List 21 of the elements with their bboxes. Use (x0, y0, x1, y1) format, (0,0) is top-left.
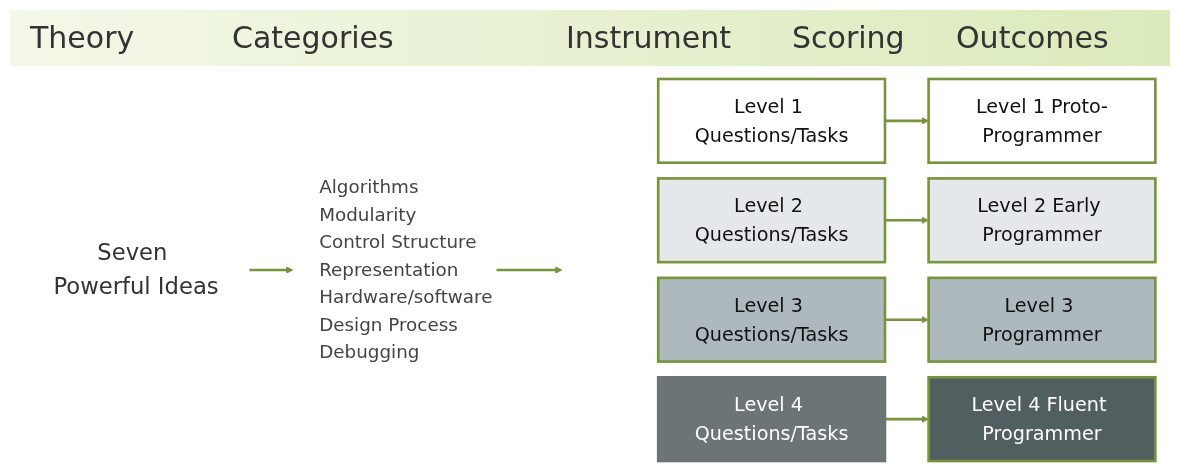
node-box: Level 1 Questions/Tasks (656, 77, 887, 164)
node-box: Level 2 Questions/Tasks (656, 177, 887, 264)
column-heading: Scoring (792, 20, 905, 55)
node-box: Level 2 Early Programmer (927, 177, 1157, 264)
node-box: Level 1 Proto-Programmer (927, 77, 1157, 164)
column-heading: Theory (30, 20, 135, 55)
column-heading: Outcomes (956, 20, 1109, 55)
arrow (496, 266, 563, 274)
node-box: Level 3 Questions/Tasks (656, 276, 887, 363)
arrow (885, 315, 929, 324)
node-box: Level 3 Programmer (927, 276, 1157, 363)
node-box: Level 4 Fluent Programmer (927, 376, 1157, 463)
arrow (885, 216, 929, 225)
node-box: Level 4 Questions/Tasks (656, 376, 887, 463)
arrow (885, 415, 929, 423)
arrow (885, 117, 929, 125)
column-heading: Instrument (566, 20, 732, 55)
node-text: Seven Powerful Ideas (53, 239, 219, 300)
arrow (249, 266, 294, 274)
column-heading: Categories (232, 20, 394, 55)
node-text: Algorithms Modularity Control Structure Representation Hardware/software Design Process Debugging (319, 176, 493, 363)
